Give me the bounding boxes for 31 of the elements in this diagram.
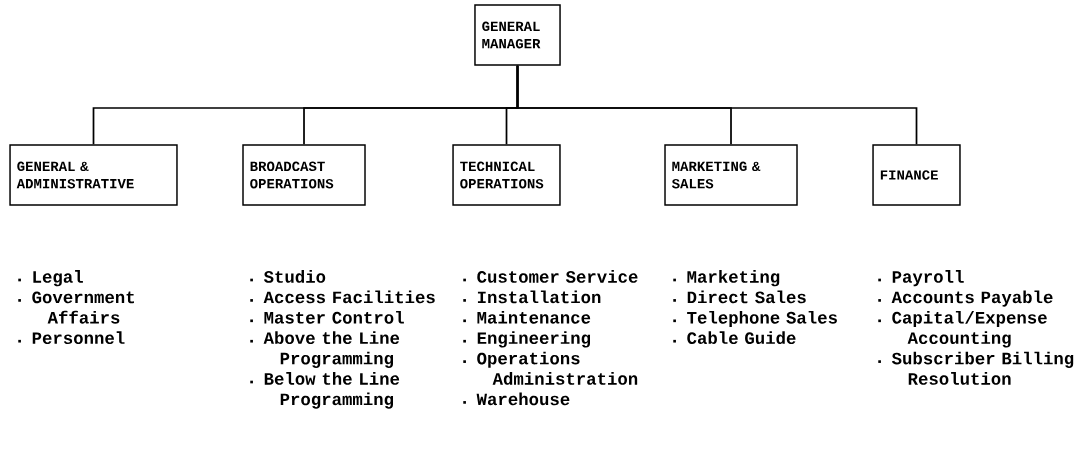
node-label: Master Control (264, 310, 404, 324)
node-label: Marketing (687, 270, 780, 287)
bulleted-list: Customer Service Installation Maintenance Engineering Operations Administration Warehouse (463, 270, 638, 406)
org-box: TECHNICAL OPERATIONS (452, 144, 561, 206)
node-label: Maintenance (477, 310, 591, 324)
bulleted-list: Studio Access Facilities Master Control Above the Line Programming Below the Line Programming (250, 270, 435, 409)
bulleted-list: Legal Government Affairs Personnel (18, 270, 134, 345)
node-label: Capital/Expense Accounting (892, 310, 1047, 348)
node-label: Studio (263, 270, 326, 283)
org-box: GENERAL MANAGER (474, 4, 561, 66)
node-label: Subscriber Billing Resolution (891, 351, 1074, 385)
node-label: Warehouse (476, 392, 570, 406)
org-box: FINANCE (872, 144, 961, 206)
org-box: GENERAL & ADMINISTRATIVE (9, 144, 178, 206)
node-label: Direct Sales (687, 290, 806, 304)
org-box: BROADCAST OPERATIONS (242, 144, 366, 206)
node-label: Below the Line Programming (264, 372, 400, 409)
node-label: Above the Line Programming (263, 331, 400, 368)
bulleted-list: Marketing Direct Sales Telephone Sales Cable Guide (673, 270, 837, 345)
node-label: Payroll (892, 270, 964, 287)
node-label: Accounts Payable (891, 290, 1053, 307)
node-label: Engineering (477, 331, 591, 348)
bulleted-list: Payroll Accounts Payable Capital/Expense Accounting Subscriber Billing Resolution (878, 270, 1074, 385)
node-label: Cable Guide (687, 331, 796, 345)
connector (516, 64, 918, 146)
node-label: Installation (477, 290, 601, 304)
node-label: Access Facilities (263, 290, 435, 304)
node-label: Operations Administration (477, 351, 638, 385)
node-label: Telephone Sales (687, 310, 837, 328)
org-box: MARKETING & SALES (664, 144, 798, 206)
node-label: Customer Service (477, 270, 638, 283)
